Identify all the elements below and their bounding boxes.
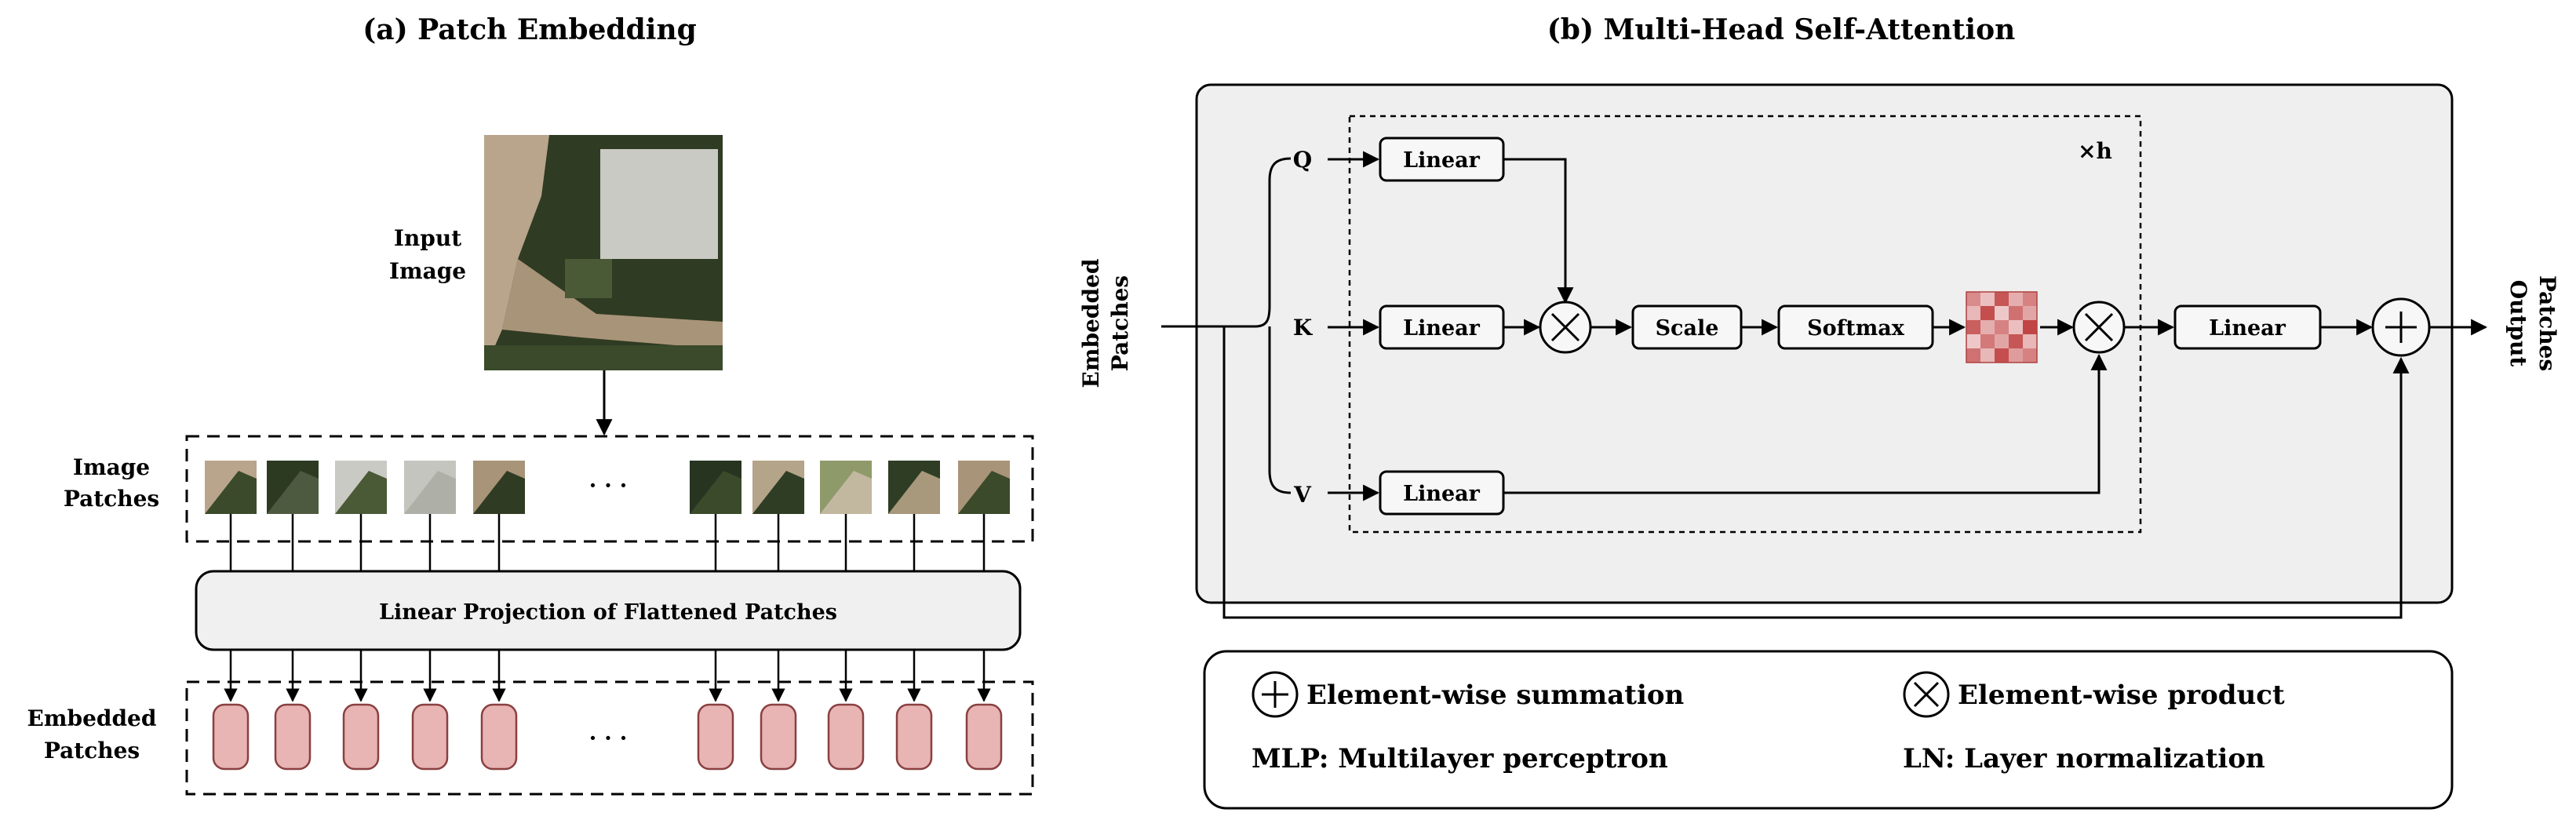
panel-a-title: (a) Patch Embedding bbox=[363, 13, 697, 46]
k-label: K bbox=[1293, 315, 1314, 341]
attention-cell bbox=[1995, 334, 2009, 348]
attention-cell bbox=[2023, 348, 2037, 363]
attention-cell bbox=[1980, 306, 1995, 320]
image-patch bbox=[267, 461, 319, 514]
attention-cell bbox=[1980, 348, 1995, 363]
image-patch bbox=[205, 461, 257, 514]
heads-frame bbox=[1348, 115, 2142, 534]
image-patches-label-line2: Patches bbox=[64, 486, 159, 512]
attention-cell bbox=[2009, 348, 2023, 363]
linear-k-label: Linear bbox=[1403, 316, 1481, 341]
attention-cell bbox=[1980, 334, 1995, 348]
image-patch bbox=[690, 461, 741, 514]
attention-cell bbox=[2009, 320, 2023, 334]
attention-map bbox=[1966, 291, 2038, 363]
embedded-token-group bbox=[212, 703, 1003, 771]
product-icon bbox=[1539, 301, 1592, 354]
mhsa-input-label-line2: Patches bbox=[1107, 275, 1133, 371]
projection-arrows bbox=[224, 650, 991, 702]
embedded-patches-frame bbox=[185, 680, 1034, 796]
softmax-label: Softmax bbox=[1807, 316, 1905, 341]
image-patches-label-line1: Image bbox=[73, 454, 150, 480]
legend-ln-label: LN: Layer normalization bbox=[1903, 743, 2265, 774]
attention-cell bbox=[2023, 306, 2037, 320]
attention-cell bbox=[1995, 320, 2009, 334]
image-patch bbox=[820, 461, 872, 514]
legend-sum-label: Element-wise summation bbox=[1306, 680, 1684, 711]
attention-cell bbox=[1966, 334, 1980, 348]
residual-line bbox=[1222, 326, 2410, 619]
attention-cell bbox=[2009, 334, 2023, 348]
attention-cell bbox=[2023, 334, 2037, 348]
attention-cell bbox=[1980, 320, 1995, 334]
image-patch bbox=[958, 461, 1010, 514]
product-icon bbox=[2072, 301, 2126, 354]
input-image-label-line1: Input bbox=[394, 225, 461, 251]
attention-cell bbox=[2009, 292, 2023, 306]
embedded-token bbox=[965, 703, 1003, 771]
attention-cell bbox=[1966, 292, 1980, 306]
mhsa-output-label-line2: Patches bbox=[2534, 275, 2560, 371]
arrow-q-to-product bbox=[1503, 158, 1574, 304]
legend-box bbox=[1203, 650, 2454, 810]
input-image bbox=[484, 135, 723, 370]
patches-ellipsis: · · · bbox=[589, 472, 628, 498]
embedded-token bbox=[895, 703, 933, 771]
image-patch bbox=[473, 461, 525, 514]
linear-projection-box bbox=[195, 570, 1022, 651]
image-patch bbox=[888, 461, 940, 514]
heads-repeat-label: ×h bbox=[2078, 138, 2112, 164]
image-patch-group bbox=[205, 461, 1010, 571]
embedded-token bbox=[212, 703, 250, 771]
embedded-patches-label-line2: Patches bbox=[44, 738, 140, 764]
attention-cell bbox=[1980, 292, 1995, 306]
legend-product-label: Element-wise product bbox=[1958, 680, 2285, 711]
v-label: V bbox=[1293, 482, 1312, 508]
sum-icon bbox=[1252, 671, 1299, 718]
attention-cell bbox=[1966, 306, 1980, 320]
attention-map-border bbox=[1966, 291, 2038, 363]
embedded-token bbox=[342, 703, 380, 771]
linear-v-label: Linear bbox=[1403, 482, 1481, 506]
linear-projection-label: Linear Projection of Flattened Patches bbox=[379, 600, 837, 625]
attention-cell bbox=[1995, 292, 2009, 306]
attention-cell bbox=[2023, 320, 2037, 334]
embedded-token bbox=[697, 703, 734, 771]
linear-q-label: Linear bbox=[1403, 148, 1481, 173]
linear-out-label: Linear bbox=[2209, 316, 2286, 341]
attention-cell bbox=[2023, 292, 2037, 306]
embedded-token bbox=[827, 703, 865, 771]
legend-mlp-label: MLP: Multilayer perceptron bbox=[1252, 743, 1668, 774]
image-patch bbox=[752, 461, 804, 514]
attention-cell bbox=[2009, 306, 2023, 320]
embedded-token bbox=[411, 703, 449, 771]
image-patches-frame bbox=[185, 435, 1034, 543]
mhsa-input-label-line1: Embedded bbox=[1078, 259, 1104, 388]
embedded-token bbox=[274, 703, 312, 771]
image-patch bbox=[404, 461, 456, 514]
embedded-token bbox=[760, 703, 797, 771]
arrow-v-to-product bbox=[1503, 353, 2108, 494]
input-image-label-line2: Image bbox=[389, 258, 466, 284]
image-patch bbox=[335, 461, 387, 514]
embedded-patches-label-line1: Embedded bbox=[27, 705, 157, 731]
mhsa-output-label-line1: Output bbox=[2505, 280, 2531, 367]
attention-cell bbox=[1966, 320, 1980, 334]
attention-cell bbox=[1995, 348, 2009, 363]
embedded-token bbox=[480, 703, 518, 771]
qkv-brace bbox=[1255, 157, 1292, 494]
sum-icon bbox=[2371, 297, 2431, 357]
q-label: Q bbox=[1293, 147, 1312, 173]
scale-label: Scale bbox=[1656, 316, 1719, 341]
attention-cell bbox=[1966, 348, 1980, 363]
product-icon bbox=[1903, 671, 1950, 718]
tokens-ellipsis: · · · bbox=[589, 725, 628, 751]
attention-cell bbox=[1995, 306, 2009, 320]
panel-b-title: (b) Multi-Head Self-Attention bbox=[1547, 13, 2016, 46]
